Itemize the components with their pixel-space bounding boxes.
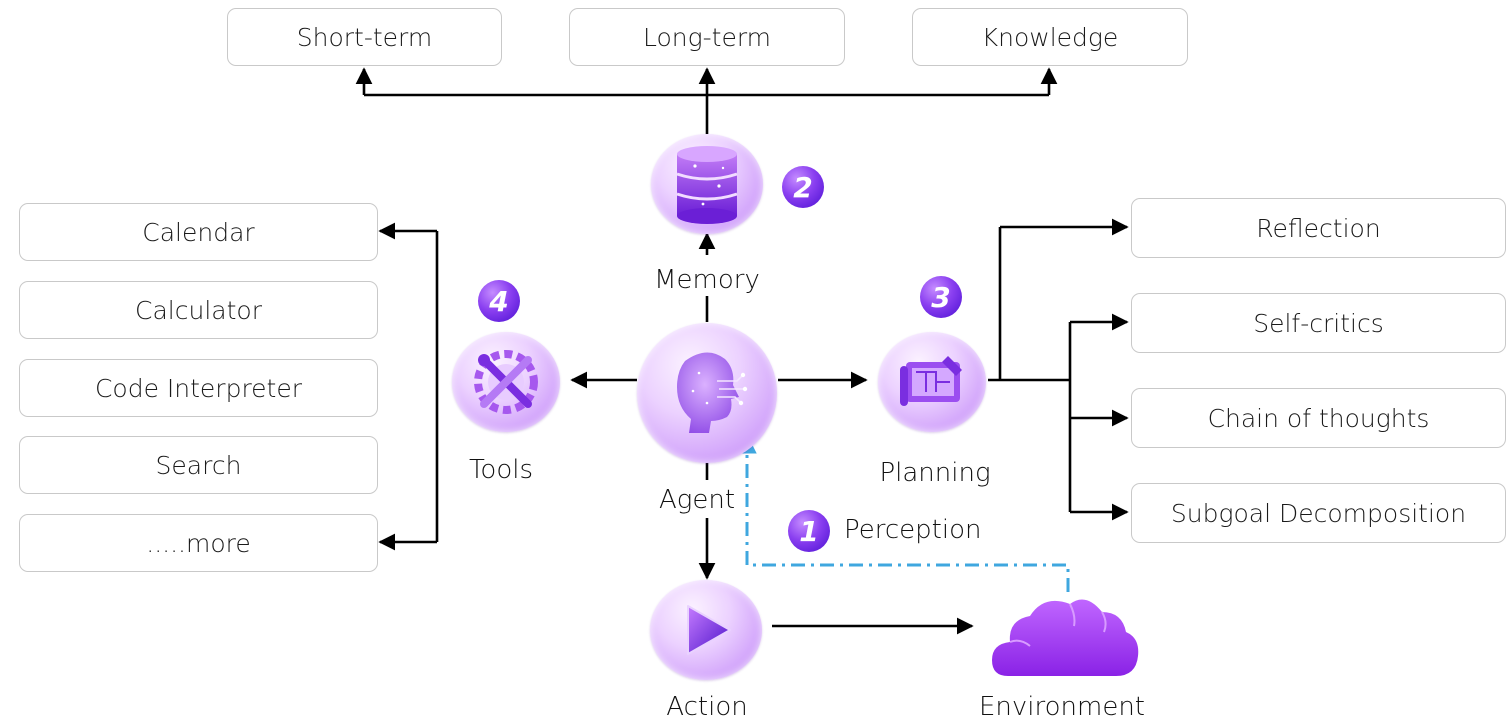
planning-step-badge: 3 — [920, 276, 962, 318]
planning-item-self-critics: Self-critics — [1131, 293, 1506, 353]
planning-item-chain-of-thoughts: Chain of thoughts — [1131, 388, 1506, 448]
planning-item-subgoal-decomposition: Subgoal Decomposition — [1131, 483, 1506, 543]
agent-node — [637, 323, 777, 463]
wrench-screwdriver-icon — [474, 350, 538, 414]
perception-step-badge: 1 — [788, 510, 830, 552]
planning-item-reflection: Reflection — [1131, 198, 1506, 258]
agent-label: Agent — [658, 485, 736, 515]
perception-line — [737, 434, 1070, 592]
tools-step-badge: 4 — [478, 280, 520, 322]
action-node — [650, 580, 762, 680]
tool-item-search: Search — [19, 436, 378, 494]
planning-label: Planning — [879, 458, 991, 488]
cloud-icon — [992, 599, 1139, 676]
environment-label: Environment — [978, 692, 1146, 722]
memory-node — [651, 134, 763, 234]
tool-item-calculator: Calculator — [19, 281, 378, 339]
memory-item-long-term: Long-term — [569, 8, 845, 66]
ai-head-icon — [677, 352, 748, 433]
memory-step-badge: 2 — [782, 166, 824, 208]
tool-item-code-interpreter: Code Interpreter — [19, 359, 378, 417]
tool-item-more: .....more — [19, 514, 378, 572]
planning-node — [878, 332, 986, 432]
database-icon — [676, 146, 738, 224]
memory-label: Memory — [654, 265, 760, 295]
action-label: Action — [666, 692, 748, 722]
tools-node — [452, 332, 560, 432]
memory-item-short-term: Short-term — [227, 8, 502, 66]
play-icon — [687, 605, 731, 655]
tool-item-calendar: Calendar — [19, 203, 378, 261]
perception-label: Perception — [844, 515, 982, 545]
tools-label: Tools — [468, 455, 534, 485]
memory-item-knowledge: Knowledge — [912, 8, 1188, 66]
blueprint-icon — [900, 356, 962, 406]
